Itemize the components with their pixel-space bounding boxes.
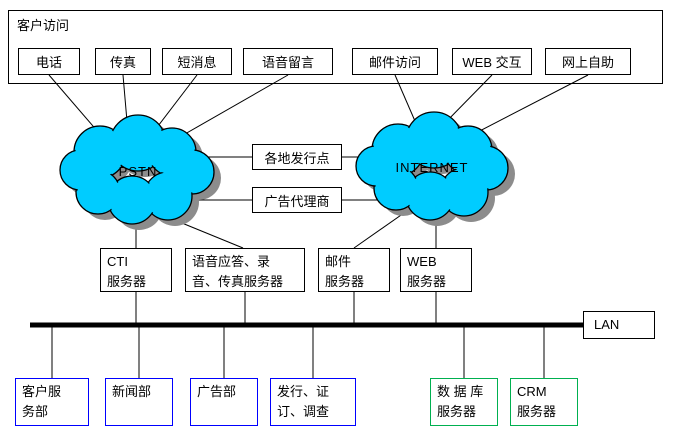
server-voice-fax: 语音应答、录 音、传真服务器: [185, 248, 305, 292]
internet-cloud-fill: [357, 113, 507, 219]
dept-customer-service: 客户服 务部: [15, 378, 89, 426]
node-distribution-points: 各地发行点: [252, 144, 342, 170]
server-database: 数 据 库 服务器: [430, 378, 498, 426]
access-box-sms: 短消息: [162, 48, 232, 75]
dept-advertising: 广告部: [190, 378, 258, 426]
server-crm: CRM 服务器: [510, 378, 578, 426]
customer-access-title: 客户访问: [17, 18, 70, 33]
dept-distribution-survey: 发行、证 订、调查: [270, 378, 356, 426]
server-web: WEB 服务器: [400, 248, 472, 292]
access-box-fax: 传真: [95, 48, 151, 75]
access-box-phone: 电话: [18, 48, 80, 75]
server-cti: CTI 服务器: [100, 248, 172, 292]
access-box-voicemail: 语音留言: [243, 48, 333, 75]
node-ad-agency: 广告代理商: [252, 187, 342, 213]
access-box-selfservice: 网上自助: [545, 48, 631, 75]
access-box-web: WEB 交互: [452, 48, 532, 75]
lan-label-box: LAN: [583, 311, 655, 339]
server-mail: 邮件 服务器: [318, 248, 390, 292]
pstn-cloud-fill: [61, 116, 213, 223]
dept-news: 新闻部: [105, 378, 173, 426]
access-box-email: 邮件访问: [352, 48, 438, 75]
